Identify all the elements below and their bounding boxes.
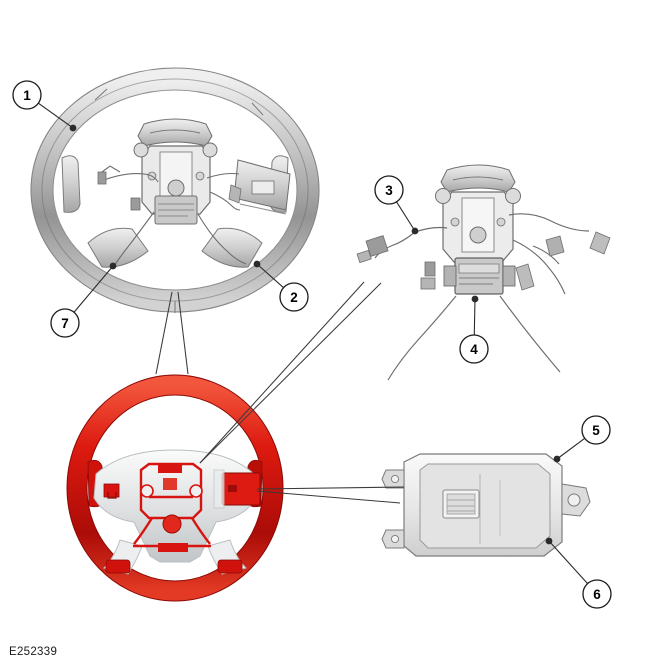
module-face	[419, 463, 551, 549]
callout-7[interactable]: 7	[50, 262, 117, 338]
callout-1[interactable]: 1	[12, 80, 77, 132]
callout-4[interactable]: 4	[459, 295, 489, 364]
steering-wheel-highlighted	[66, 374, 284, 602]
callout-leader-1	[38, 102, 74, 129]
figure-id-label: E252339	[9, 646, 58, 658]
module-tab-hole-right	[567, 493, 581, 507]
callout-target-dot-3	[411, 227, 419, 235]
red-spoke-tip-right	[217, 559, 243, 574]
callout-circle-4[interactable]	[459, 334, 489, 364]
callout-leader-6	[548, 540, 589, 584]
steering-wheel-gray	[30, 67, 320, 313]
callout-circle-2[interactable]	[279, 282, 309, 312]
module-tab-hole-bottom	[390, 534, 400, 544]
right-spoke	[201, 227, 263, 268]
callout-number-6: 6	[593, 587, 601, 602]
red-upper-tab	[158, 463, 182, 473]
callout-2[interactable]: 2	[253, 260, 309, 312]
red-center-chip	[163, 478, 177, 490]
callout-target-dot-6	[545, 537, 553, 545]
harness-clip-mid	[424, 261, 436, 277]
harness-wires	[374, 213, 590, 381]
red-rim-edge-inner	[86, 394, 264, 582]
harness-connector-gray	[228, 184, 242, 204]
callout-number-5: 5	[592, 423, 600, 438]
callout-3[interactable]: 3	[374, 175, 419, 235]
wiring-harness-assembly	[356, 164, 611, 381]
control-module	[381, 453, 591, 557]
rim-seam-2	[251, 102, 264, 116]
red-spoke-tip-left	[105, 559, 131, 574]
callout-leader-5	[556, 437, 586, 460]
harness-top-detail	[452, 176, 504, 181]
callout-target-dot-1	[69, 124, 77, 132]
harness-pin-right	[496, 217, 506, 227]
harness-eyelet-right	[505, 188, 521, 204]
callout-circle-3[interactable]	[374, 175, 404, 205]
callout-target-dot-4	[471, 295, 479, 303]
clockspring-connector	[443, 257, 516, 295]
red-left-switch	[103, 483, 120, 499]
callout-circle-1[interactable]	[12, 80, 42, 110]
harness-clip-left	[365, 235, 389, 257]
harness-connector-far-right	[589, 231, 611, 255]
harness-clip-mid-2	[420, 277, 436, 290]
harness-connector-right	[545, 235, 565, 257]
callout-circle-5[interactable]	[581, 415, 611, 445]
wheel-to-module-lower	[256, 490, 401, 504]
callout-target-dot-5	[553, 455, 561, 463]
harness-eyelet-left	[435, 188, 451, 204]
callout-leader-2	[256, 263, 284, 289]
harness-connector-lower	[515, 263, 535, 291]
red-ring-left	[140, 484, 154, 498]
callout-circle-6[interactable]	[582, 579, 612, 609]
red-ring-right	[189, 484, 203, 498]
harness-center-boss	[469, 226, 487, 244]
callout-5[interactable]: 5	[553, 415, 611, 463]
left-thumb-grip	[61, 155, 81, 213]
callout-leader-7	[73, 265, 114, 313]
wheel-to-module-upper	[256, 486, 405, 490]
callout-target-dot-2	[253, 260, 261, 268]
callout-6[interactable]: 6	[545, 537, 612, 609]
harness-clip-b	[130, 197, 141, 211]
switch-pack-right	[233, 159, 291, 215]
harness-top-bracket	[440, 164, 516, 193]
module-connector-port	[442, 489, 480, 519]
callout-number-7: 7	[61, 316, 69, 331]
callout-circle-7[interactable]	[50, 308, 80, 338]
relation-lines	[155, 281, 405, 504]
module-tab-hole-top	[390, 474, 400, 484]
callout-number-4: 4	[470, 342, 478, 357]
red-lower-bar	[158, 543, 188, 552]
red-connector-block	[213, 469, 261, 509]
red-rim-edge-outer	[66, 374, 284, 602]
callout-leader-4	[473, 298, 476, 336]
harness-clip-left-2	[356, 249, 372, 264]
center-frame-gray	[133, 118, 218, 225]
wheel-rim-red	[67, 375, 283, 601]
callout-number-1: 1	[23, 88, 31, 103]
callout-leader-3	[396, 201, 416, 232]
wheel-to-harness-lower	[199, 282, 382, 464]
callout-target-dot-7	[109, 262, 117, 270]
gray-wheel-to-red-left	[155, 291, 173, 375]
rim-seam-1	[94, 88, 108, 101]
harness-pin-left	[450, 217, 460, 227]
gray-wheel-to-red-right	[177, 291, 189, 375]
wheel-to-harness-upper	[199, 281, 365, 464]
wheel-wiring-gray	[101, 165, 247, 267]
rim-edge-inner	[52, 89, 298, 291]
harness-clip-a	[97, 171, 107, 185]
callout-number-2: 2	[290, 290, 298, 305]
red-hub-boss	[162, 514, 182, 534]
callout-number-3: 3	[385, 183, 393, 198]
